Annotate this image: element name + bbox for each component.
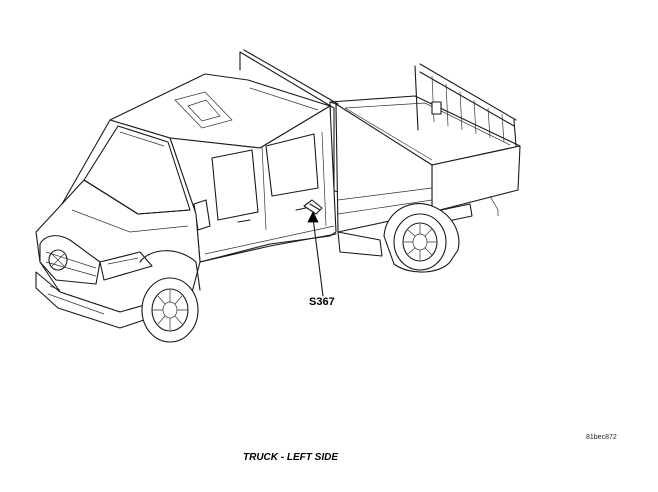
front-wheel: [141, 277, 199, 343]
figure-caption: TRUCK - LEFT SIDE: [243, 452, 338, 463]
connector-s367-marker: [303, 199, 324, 297]
callout-label: S367: [309, 296, 335, 308]
rear-wheel: [383, 203, 460, 273]
cab: [35, 73, 337, 329]
flatbed: [239, 49, 521, 257]
reference-code: 81bec872: [586, 434, 617, 441]
